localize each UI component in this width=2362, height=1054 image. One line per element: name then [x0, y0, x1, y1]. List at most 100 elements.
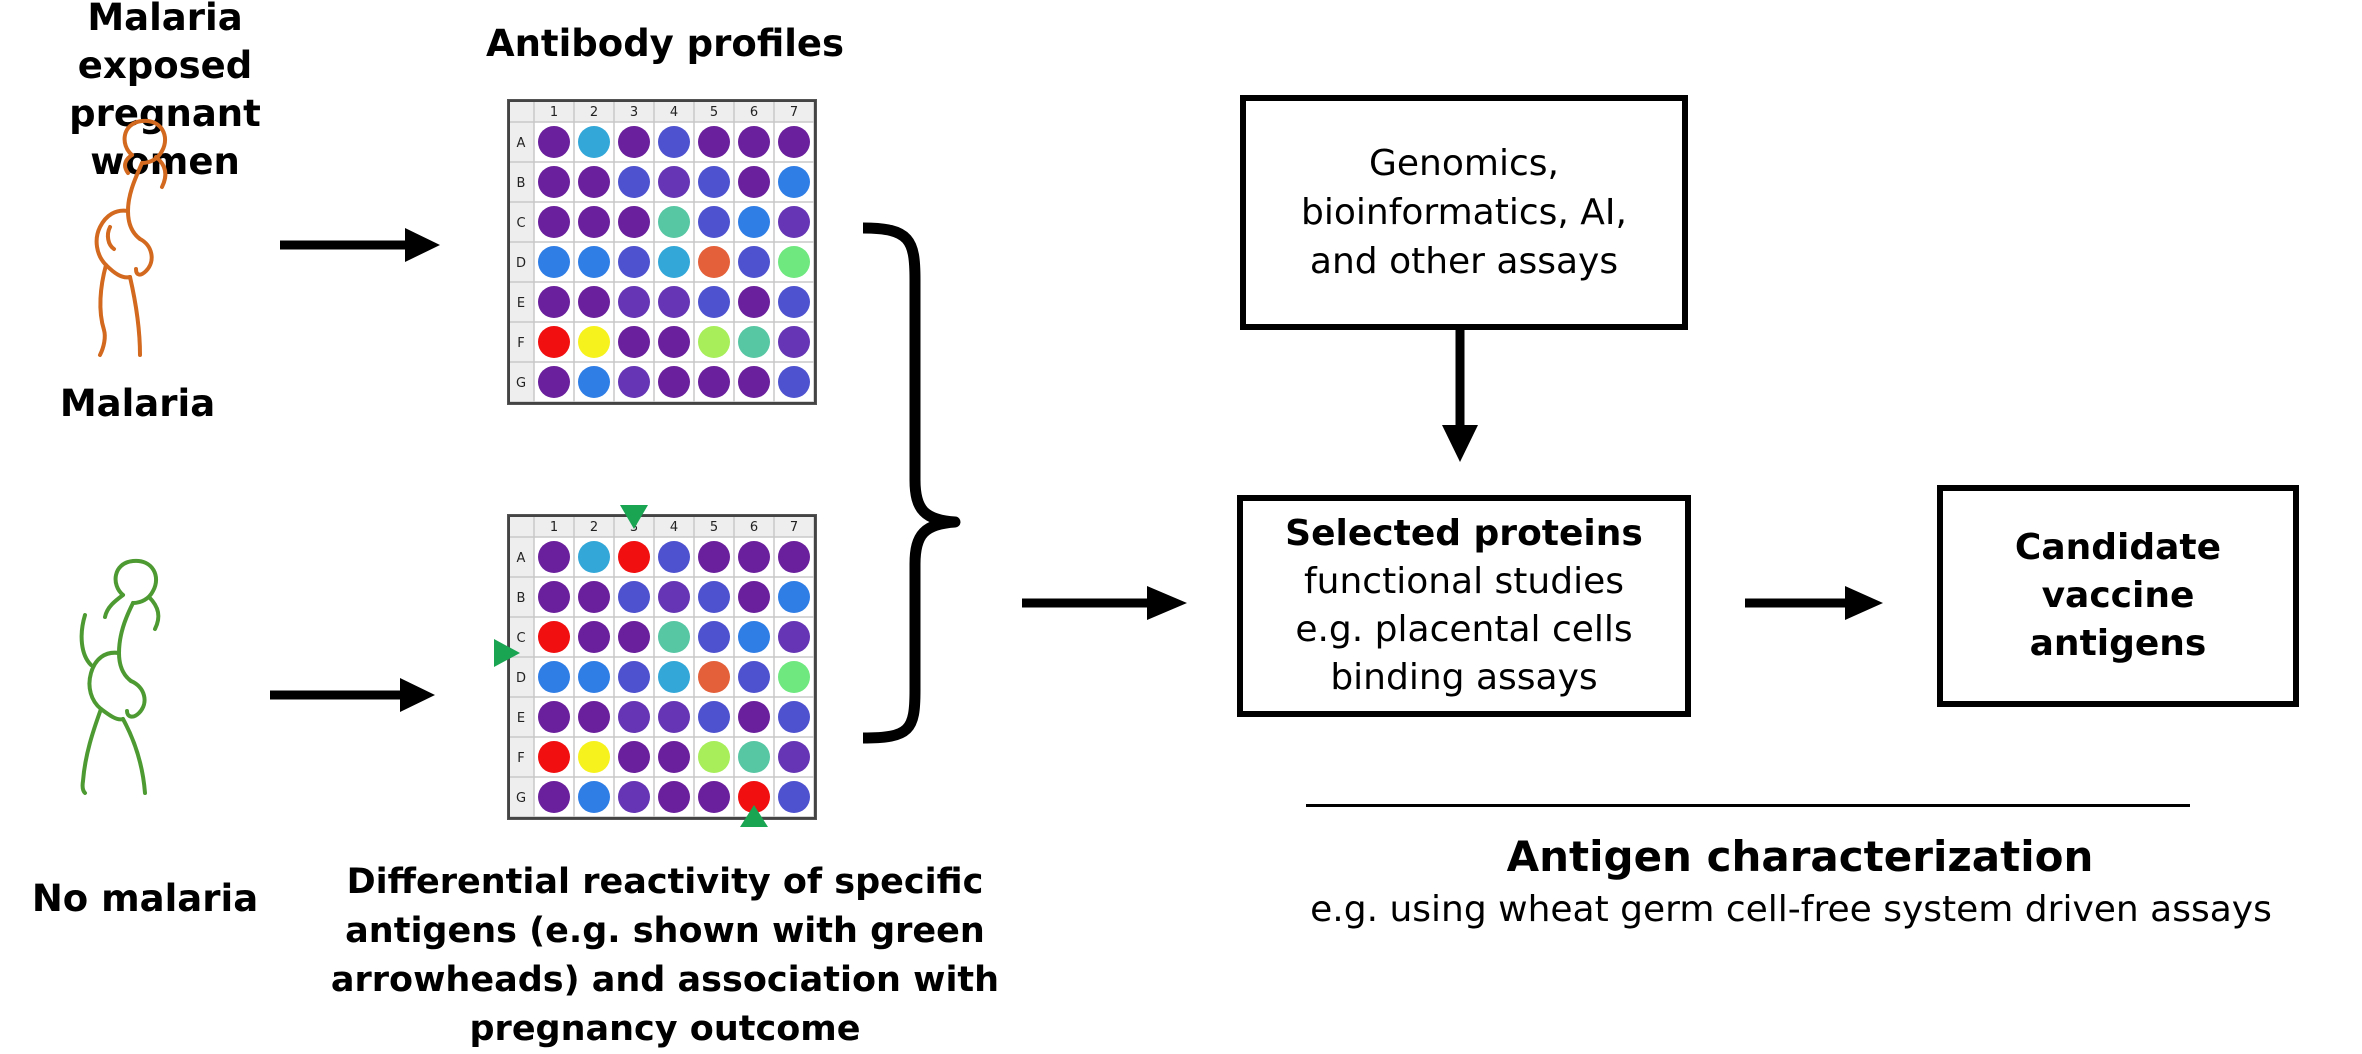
plate-malaria-col-label: 6 [750, 105, 758, 120]
plate-no-malaria-well [578, 781, 610, 813]
plate-no-malaria-row-label: E [517, 711, 525, 726]
plate-no-malaria-well [778, 741, 810, 773]
plate-malaria-well [658, 246, 690, 278]
plate-no-malaria-well [658, 781, 690, 813]
plate-malaria-well [578, 166, 610, 198]
plate-malaria-well [618, 206, 650, 238]
plate-no-malaria-well [738, 621, 770, 653]
plate-malaria-well [698, 366, 730, 398]
curly-brace [862, 222, 961, 744]
plate-malaria-well [618, 366, 650, 398]
plate-no-malaria-well [738, 661, 770, 693]
plate-malaria-well [658, 126, 690, 158]
plate-no-malaria-well [578, 741, 610, 773]
plate-malaria-well [738, 286, 770, 318]
antibody-profiles-title: Antibody profiles [485, 22, 845, 65]
plate-no-malaria-well [698, 541, 730, 573]
plate-malaria-well [738, 366, 770, 398]
plate-malaria-col-label: 5 [710, 105, 718, 120]
selected-proteins-box: Selected proteins functional studies e.g… [1237, 495, 1691, 717]
plate-malaria-well [698, 206, 730, 238]
plate-caption-line-2: antigens (e.g. shown with green [345, 911, 985, 951]
plate-malaria-well [618, 166, 650, 198]
plate-no-malaria-well [538, 621, 570, 653]
plate-malaria-well [658, 166, 690, 198]
plate-malaria-well [578, 206, 610, 238]
divider-line [1306, 804, 2190, 807]
plate-malaria-row-label: E [517, 296, 525, 311]
plate-malaria-row-label: D [516, 256, 526, 271]
plate-caption-line-3: arrowheads) and association with [330, 960, 1000, 1000]
plate-no-malaria-well [698, 661, 730, 693]
plate-no-malaria-well [658, 741, 690, 773]
plate-malaria-well [698, 246, 730, 278]
plate-malaria-well [698, 326, 730, 358]
plate-no-malaria-row-label: A [517, 551, 526, 566]
genomics-line-2: bioinformatics, AI, [1301, 192, 1627, 233]
plate-malaria-well [778, 366, 810, 398]
plate-malaria-well [578, 246, 610, 278]
genomics-box: Genomics, bioinformatics, AI, and other … [1240, 95, 1688, 330]
arrow-no-malaria-to-plate [270, 678, 435, 712]
plate-no-malaria-well [538, 701, 570, 733]
plate-no-malaria-well [538, 781, 570, 813]
plate-no-malaria-well [698, 581, 730, 613]
plate-malaria-well [658, 286, 690, 318]
plate-no-malaria-col-label: 4 [670, 520, 678, 535]
plate-no-malaria-well [698, 621, 730, 653]
green-arrowhead-marker-col6 [740, 805, 768, 827]
arrow-malaria-to-plate [280, 228, 440, 262]
green-arrowhead-marker-col3 [620, 505, 648, 529]
candidate-line-3: antigens [2029, 623, 2207, 664]
plate-caption-line-1: Differential reactivity of specific [346, 862, 984, 902]
plate-malaria-well [658, 366, 690, 398]
plate-no-malaria-well [698, 781, 730, 813]
no-malaria-label: No malaria [31, 877, 259, 920]
plate-malaria-well [738, 246, 770, 278]
plate-no-malaria-well [618, 661, 650, 693]
plate-malaria-col-label: 4 [670, 105, 678, 120]
plate-malaria-well [778, 126, 810, 158]
plate-no-malaria-well [618, 581, 650, 613]
plate-malaria-well [578, 286, 610, 318]
selected-proteins-title: Selected proteins [1285, 513, 1643, 554]
plate-malaria-well [618, 246, 650, 278]
plate-malaria-well [538, 246, 570, 278]
plate-no-malaria-well [778, 621, 810, 653]
plate-malaria-well [738, 126, 770, 158]
plate-malaria-well [578, 326, 610, 358]
plate-malaria-well [538, 166, 570, 198]
plate-no-malaria-row-label: C [516, 631, 525, 646]
arrow-to-candidate-antigens [1745, 586, 1883, 620]
plate-malaria-well [538, 126, 570, 158]
plate-no-malaria-well [658, 621, 690, 653]
candidate-line-2: vaccine [2041, 575, 2195, 616]
plate-malaria-well [658, 206, 690, 238]
plate-no-malaria-well [618, 541, 650, 573]
plate-no-malaria-well [658, 701, 690, 733]
plate-malaria-well [698, 286, 730, 318]
plate-no-malaria-col-label: 5 [710, 520, 718, 535]
plate-malaria-well [778, 246, 810, 278]
plate-no-malaria-well [778, 661, 810, 693]
group-title-line-1: Malaria exposed [77, 0, 253, 87]
plate-no-malaria-well [538, 581, 570, 613]
plate-malaria-row-label: B [517, 176, 526, 191]
plate-malaria-well [738, 166, 770, 198]
plate-malaria-well [618, 286, 650, 318]
plate-no-malaria-well [618, 701, 650, 733]
plate-no-malaria-well [618, 621, 650, 653]
plate-no-malaria-well [778, 701, 810, 733]
plate-malaria-well [778, 206, 810, 238]
plate-malaria-well [778, 286, 810, 318]
plate-malaria-well [578, 126, 610, 158]
plate-malaria-well [738, 206, 770, 238]
plate-malaria-row-label: A [517, 136, 526, 151]
plate-no-malaria-row-label: G [516, 791, 526, 806]
plate-no-malaria-well [738, 741, 770, 773]
plate-malaria-row-label: C [516, 216, 525, 231]
genomics-line-1: Genomics, [1369, 143, 1559, 184]
plate-no-malaria-row-label: D [516, 671, 526, 686]
